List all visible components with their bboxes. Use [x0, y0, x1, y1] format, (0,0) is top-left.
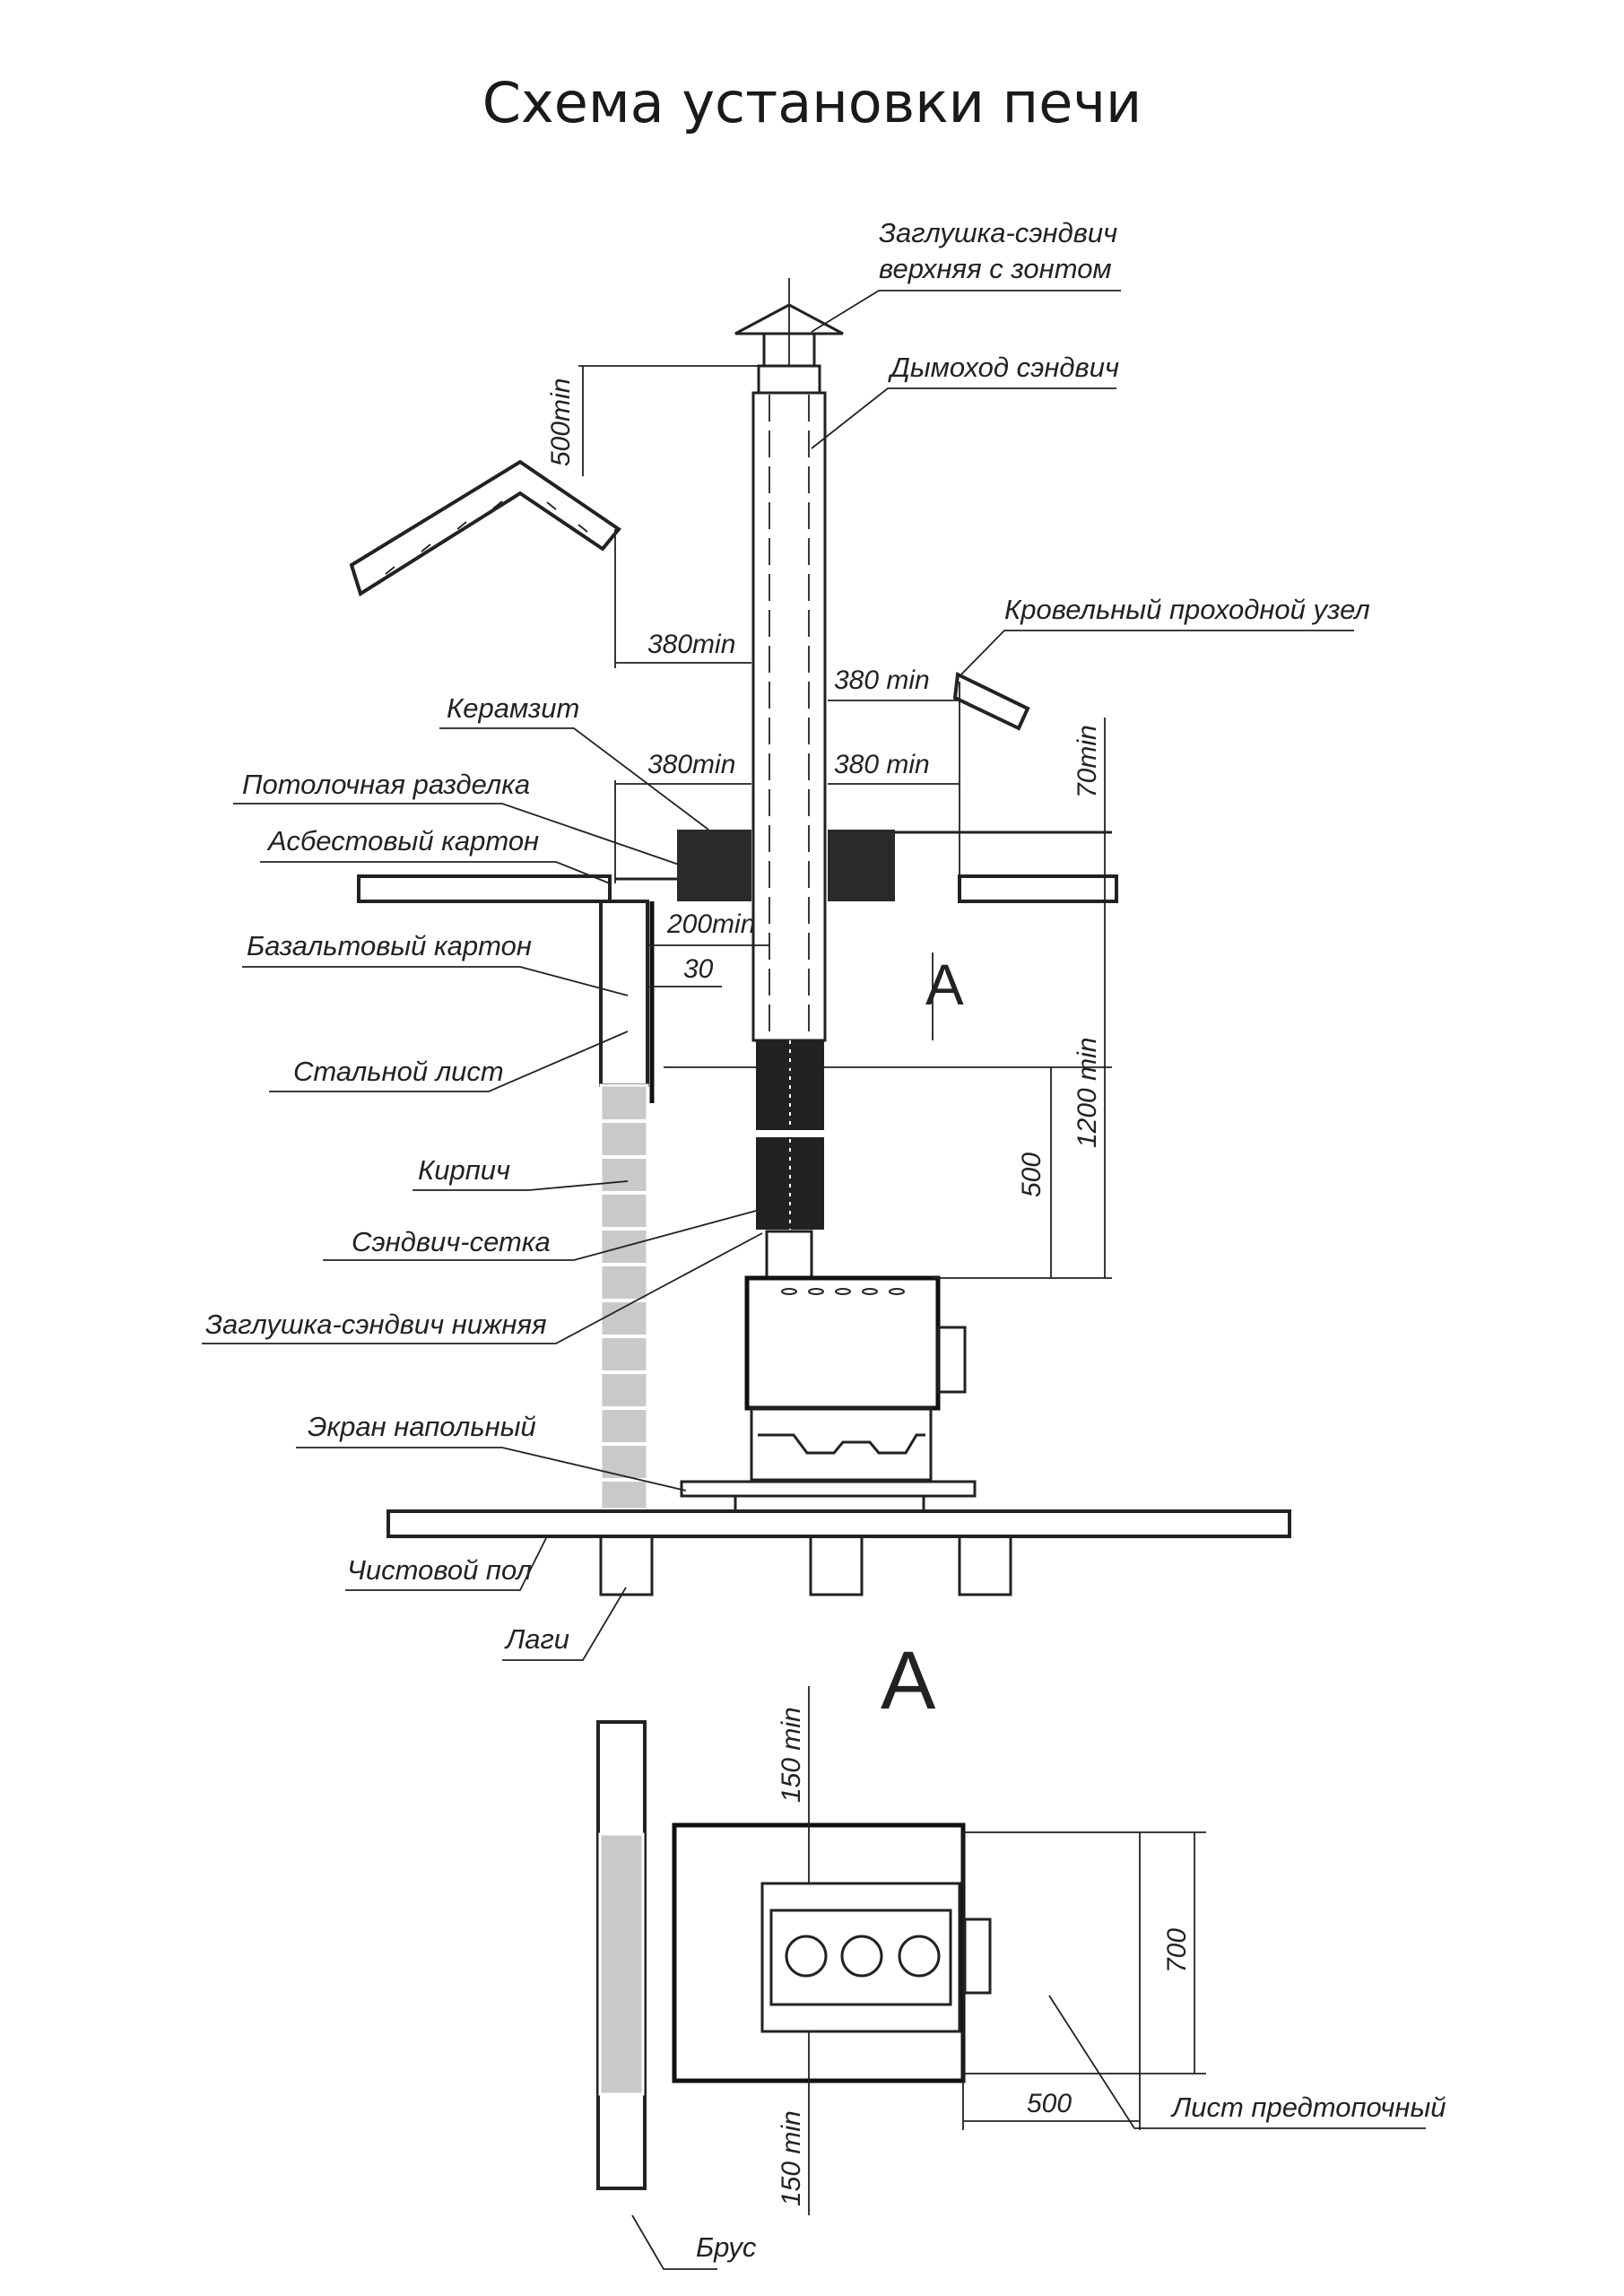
- label-ceiling-cut: Потолочная разделка: [242, 769, 530, 800]
- label-basalt: Базальтовый картон: [247, 930, 532, 961]
- label-chimney: Дымоход сэндвич: [888, 352, 1119, 383]
- dim-side-top: 150 min: [777, 1707, 806, 1803]
- label-steel-sheet: Стальной лист: [293, 1056, 504, 1087]
- joists: [599, 1535, 1012, 1596]
- page-title: Схема установки печи: [482, 70, 1142, 135]
- dim-keramzit-height: 70min: [1073, 725, 1102, 798]
- label-cap-bottom: Заглушка-сэндвич нижняя: [205, 1309, 547, 1340]
- stove: [744, 1275, 967, 1482]
- label-beam: Брус: [696, 2231, 757, 2263]
- floor-screen: [680, 1480, 977, 1498]
- section-view-label: A: [881, 1635, 936, 1726]
- label-asbestos: Асбестовый картон: [266, 825, 539, 857]
- label-brick: Кирпич: [418, 1154, 510, 1186]
- chimney-cap: [734, 278, 844, 395]
- leader-lines: [202, 290, 1354, 1661]
- dim-side-bottom: 150 min: [777, 2110, 806, 2206]
- label-joists: Лаги: [504, 1623, 569, 1655]
- dim-mesh-height: 500: [1017, 1152, 1046, 1197]
- roof-left: [349, 459, 621, 597]
- brick-wall: [599, 900, 655, 1511]
- dim-roof-left: 380min: [647, 630, 735, 659]
- dim-wall-gap: 200min: [666, 909, 755, 939]
- dim-sheet-width: 700: [1162, 1928, 1192, 1973]
- label-cap-top: Заглушка-сэндвич: [879, 217, 1117, 248]
- label-keramzit: Керамзит: [447, 692, 579, 724]
- dim-roof-height: 500min: [546, 378, 576, 466]
- roof-right: [952, 671, 1030, 731]
- plan-view: [596, 1686, 1426, 2270]
- label-sandwich-mesh: Сэндвич-сетка: [352, 1226, 551, 1257]
- dim-ceiling-height: 1200 min: [1073, 1038, 1102, 1148]
- dim-basalt-gap: 30: [683, 954, 714, 984]
- dim-sheet-depth: 500: [1027, 2089, 1072, 2118]
- section-arrow-label: A: [925, 952, 964, 1017]
- dimension-lines: [578, 365, 1112, 1279]
- dim-roof-right: 380 min: [834, 665, 930, 695]
- dim-ceiling-left: 380min: [647, 750, 735, 779]
- dim-ceiling-right: 380 min: [834, 750, 930, 779]
- lower-pipe: [765, 1230, 813, 1280]
- label-roof-node: Кровельный проходной узел: [1004, 594, 1370, 625]
- label-finish-floor: Чистовой пол: [347, 1554, 532, 1586]
- label-pre-sheet: Лист предтопочный: [1170, 2092, 1446, 2123]
- ceiling: [357, 830, 1118, 903]
- keramzit-fill-right: [828, 830, 895, 901]
- sandwich-mesh: [756, 1040, 824, 1230]
- finish-floor: [386, 1509, 1291, 1538]
- label-floor-screen: Экран напольный: [308, 1411, 536, 1442]
- chimney-pipe: [751, 391, 827, 1042]
- keramzit-fill-left: [677, 830, 751, 901]
- label-cap-top-2: верхняя с зонтом: [879, 253, 1112, 284]
